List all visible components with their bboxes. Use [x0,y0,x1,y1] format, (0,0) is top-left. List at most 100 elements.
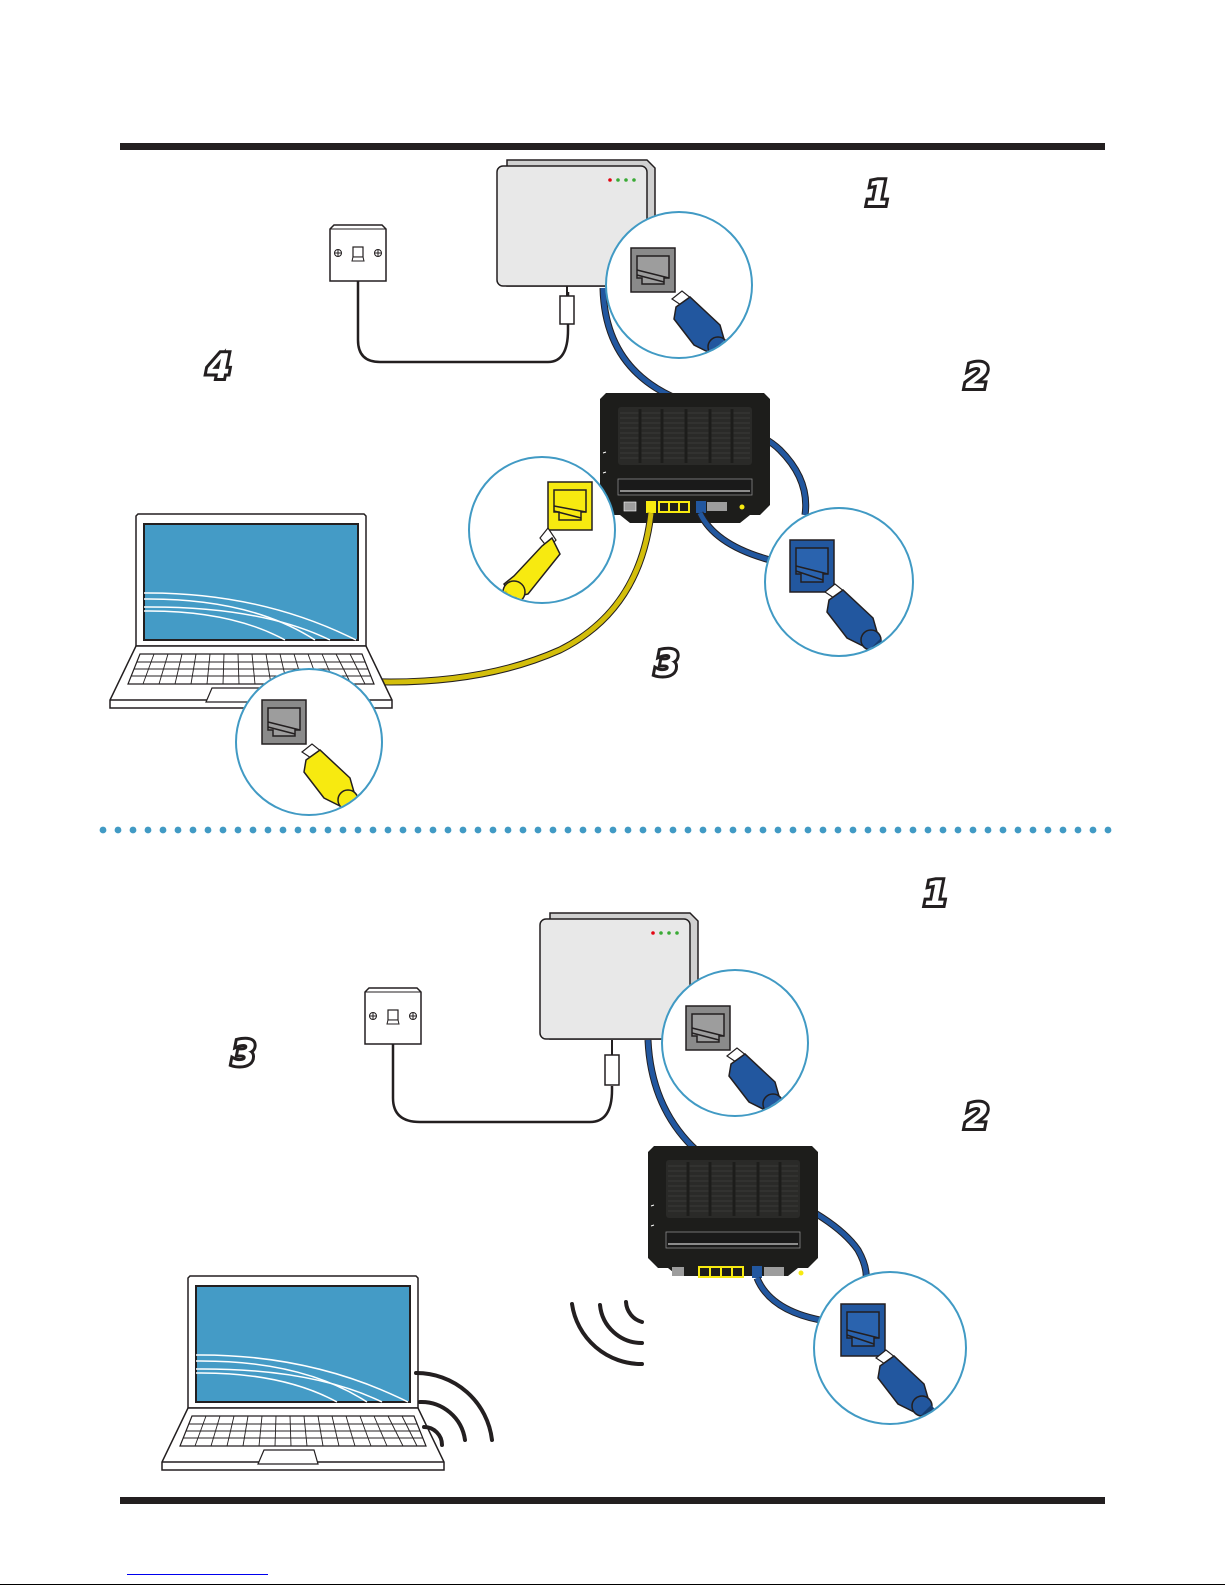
divider-dot [324,826,332,834]
divider-dot [114,826,122,834]
divider-dot [729,826,737,834]
laptop-port-closeup [235,668,383,816]
divider-dot [564,826,572,834]
divider-dot [384,826,392,834]
phone-wall-socket-icon [329,224,387,282]
step-number-4: 4 [206,347,231,387]
divider-dot [339,826,347,834]
divider-dot [684,826,692,834]
divider-dot [789,826,797,834]
divider-dot [219,826,227,834]
divider-dot [519,826,527,834]
divider-dot [1089,826,1097,834]
divider-dot [159,826,167,834]
divider-dot [954,826,962,834]
step-number-3: 3 [655,644,679,684]
divider-dot [204,826,212,834]
modem-port-closeup [661,969,809,1117]
divider-dot [549,826,557,834]
divider-dot [924,826,932,834]
divider-dot [414,826,422,834]
divider-dot [189,826,197,834]
divider-dot [669,826,677,834]
divider-dot [834,826,842,834]
filter-icon [604,1054,620,1086]
divider-dot [129,826,137,834]
divider-dot [264,826,272,834]
laptop-icon [109,513,393,709]
divider-dot [294,826,302,834]
wifi-waves-icon [414,1370,494,1447]
laptop-icon [161,1275,445,1471]
divider-dot [939,826,947,834]
divider-dot [864,826,872,834]
phone-line-cable [356,264,570,364]
step-number-2: 2 [965,357,989,397]
top-rule [120,143,1105,150]
divider-dot [819,826,827,834]
divider-dot [309,826,317,834]
divider-dot [234,826,242,834]
divider-dot [144,826,152,834]
divider-dot [249,826,257,834]
divider-dot [714,826,722,834]
modem-port-closeup [605,211,753,359]
divider-dot [399,826,407,834]
phone-wall-socket-icon [364,987,422,1045]
divider-dot [879,826,887,834]
divider-dot [1074,826,1082,834]
divider-dot [174,826,182,834]
divider-dot [909,826,917,834]
divider-dot [999,826,1007,834]
divider-dot [429,826,437,834]
link-underline[interactable] [127,1574,268,1575]
router-ports [623,501,745,513]
divider-dot [744,826,752,834]
divider-dot [774,826,782,834]
phone-line-cable [391,1026,614,1124]
wired-setup-section: 1 2 3 4 [109,159,992,816]
router-wan-port-closeup [813,1271,967,1425]
divider-dot [369,826,377,834]
divider-dot [99,826,107,834]
divider-dot [699,826,707,834]
divider-dot [849,826,857,834]
divider-dot [654,826,662,834]
section-divider-dotted [99,826,1112,834]
divider-dot [534,826,542,834]
step-number-1: 1 [866,174,890,214]
divider-dot [984,826,992,834]
divider-dot [279,826,287,834]
router-lan-port-closeup [468,456,616,604]
divider-dot [444,826,452,834]
divider-dot [1104,826,1112,834]
divider-dot [894,826,902,834]
bottom-rule [120,1497,1105,1504]
divider-dot [1014,826,1022,834]
wifi-waves-icon [570,1300,644,1367]
divider-dot [354,826,362,834]
divider-dot [474,826,482,834]
step-number-3: 3 [232,1034,256,1074]
divider-dot [969,826,977,834]
divider-dot [624,826,632,834]
step-number-2: 2 [965,1097,989,1137]
router-ports [672,1266,804,1278]
divider-dot [1059,826,1067,834]
divider-dot [609,826,617,834]
divider-dot [804,826,812,834]
divider-dot [1029,826,1037,834]
divider-dot [459,826,467,834]
divider-dot [579,826,587,834]
divider-dot [1044,826,1052,834]
divider-dot [594,826,602,834]
step-number-1: 1 [924,874,948,914]
router-wan-port-closeup [764,507,914,657]
divider-dot [639,826,647,834]
wireless-setup-section: 1 2 3 [161,871,992,1471]
filter-icon [559,295,575,325]
router-icon [646,1144,820,1278]
divider-dot [489,826,497,834]
divider-dot [504,826,512,834]
